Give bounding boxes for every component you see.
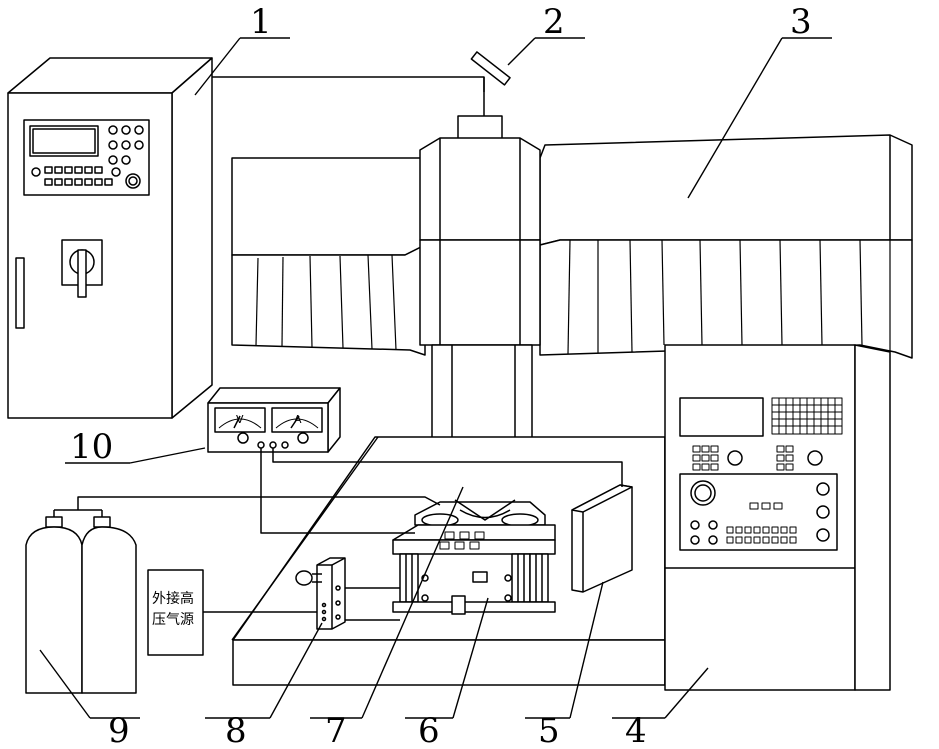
external-air-label-2: 压气源 [152,612,194,628]
callout-8: 8 [225,711,247,749]
gantry-beam [232,135,912,358]
callout-4: 4 [625,711,647,749]
callout-9: 9 [108,711,130,749]
meter-a-label: A [294,413,302,426]
callout-3: 3 [790,2,812,42]
callout-6: 6 [418,711,440,749]
cabinet-sensor-wire [212,77,484,116]
meter-v-label: V [236,413,244,426]
callout-7: 7 [325,711,347,749]
external-air-label-1: 外接高 [152,590,194,607]
callout-10: 10 [70,427,113,467]
callout-1: 1 [250,2,272,42]
callout-2: 2 [543,2,565,42]
top-sensor [471,52,510,92]
control-cabinet [8,58,212,418]
voltmeter-ammeter [208,388,340,452]
callout-5: 5 [538,711,560,749]
cnc-controller [665,345,890,690]
